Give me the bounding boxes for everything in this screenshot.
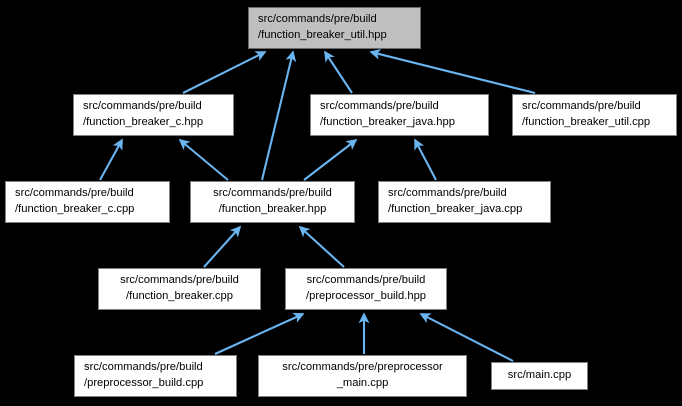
graph-node-function-breaker-util-hpp[interactable]: src/commands/pre/build/function_breaker_… <box>248 7 421 49</box>
graph-node-preprocessor-main-cpp[interactable]: src/commands/pre/preprocessor _main.cpp <box>258 355 467 397</box>
dependency-edge <box>182 51 267 94</box>
node-label-line1: src/commands/pre/build <box>83 100 202 113</box>
node-label-line2: /function_breaker_java.cpp <box>388 203 523 215</box>
node-label-line1: src/commands/pre/build <box>15 187 134 200</box>
node-label-line2: /preprocessor_build.cpp <box>84 377 204 389</box>
graph-node-function-breaker-java-hpp[interactable]: src/commands/pre/build/function_breaker_… <box>310 94 489 136</box>
node-label-line2: /function_breaker_c.hpp <box>83 116 204 128</box>
node-label-line2: /function_breaker_util.cpp <box>522 116 651 128</box>
node-label-line1: src/commands/pre/build <box>213 187 332 200</box>
node-label-line1: src/commands/pre/build <box>84 361 203 374</box>
node-label-line1: src/commands/pre/build <box>522 100 641 113</box>
graph-node-function-breaker-java-cpp[interactable]: src/commands/pre/build/function_breaker_… <box>378 181 551 223</box>
node-label-line2: /function_breaker_java.hpp <box>320 116 455 128</box>
node-label-line1: src/commands/pre/build <box>120 274 239 287</box>
node-label-line2: /function_breaker.cpp <box>126 290 233 302</box>
node-label-line1: src/commands/pre/build <box>306 274 426 287</box>
dependency-edge <box>178 138 229 181</box>
graph-node-preprocessor-build-cpp[interactable]: src/commands/pre/build/preprocessor_buil… <box>74 355 237 397</box>
node-label-line1: src/commands/pre/build <box>388 187 507 200</box>
node-label-line1: src/commands/pre/build <box>320 100 439 113</box>
graph-node-function-breaker-cpp[interactable]: src/commands/pre/build/function_breaker.… <box>98 268 261 310</box>
node-label-line1: src/main.cpp <box>507 369 572 382</box>
dependency-edge <box>303 138 358 181</box>
dependency-edge <box>369 48 536 95</box>
dependency-edge <box>414 138 437 181</box>
dependency-edge <box>298 225 345 268</box>
graph-node-function-breaker-c-hpp[interactable]: src/commands/pre/build/function_breaker_… <box>73 94 234 136</box>
graph-node-function-breaker-util-cpp[interactable]: src/commands/pre/build/function_breaker_… <box>512 94 677 136</box>
dependency-edge <box>214 312 305 355</box>
dependency-edge <box>324 50 353 94</box>
dependency-edge <box>419 313 514 362</box>
node-label-line2: _main.cpp <box>336 377 389 389</box>
dependency-edge <box>203 225 242 268</box>
graph-node-function-breaker-hpp[interactable]: src/commands/pre/build/function_breaker.… <box>190 181 355 223</box>
graph-node-preprocessor-build-hpp[interactable]: src/commands/pre/build/preprocessor_buil… <box>285 268 447 310</box>
graph-node-main-cpp[interactable]: src/main.cpp <box>491 362 588 390</box>
node-label-line1: src/commands/pre/preprocessor <box>282 361 443 374</box>
node-label-line2: /function_breaker_util.hpp <box>258 29 387 41</box>
dependency-edge <box>260 50 297 181</box>
node-label-line2: /function_breaker.hpp <box>218 203 327 215</box>
node-label-line2: /preprocessor_build.hpp <box>305 290 427 302</box>
graph-node-function-breaker-c-cpp[interactable]: src/commands/pre/build/function_breaker_… <box>5 181 170 223</box>
dependency-edge <box>99 138 123 181</box>
node-label-line1: src/commands/pre/build <box>258 13 377 26</box>
node-label-line2: /function_breaker_c.cpp <box>15 203 135 215</box>
